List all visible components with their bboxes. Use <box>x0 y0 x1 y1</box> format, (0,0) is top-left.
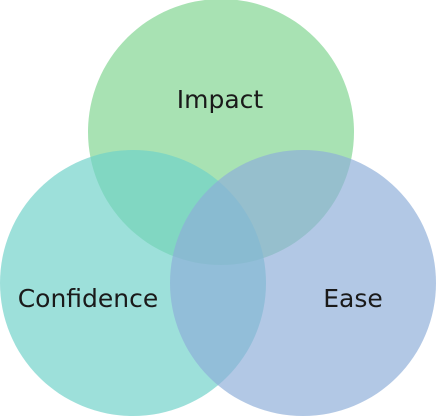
circle-ease <box>170 150 436 416</box>
label-ease: Ease <box>323 284 383 313</box>
label-confidence: Confidence <box>18 284 159 313</box>
label-impact: Impact <box>177 85 264 114</box>
